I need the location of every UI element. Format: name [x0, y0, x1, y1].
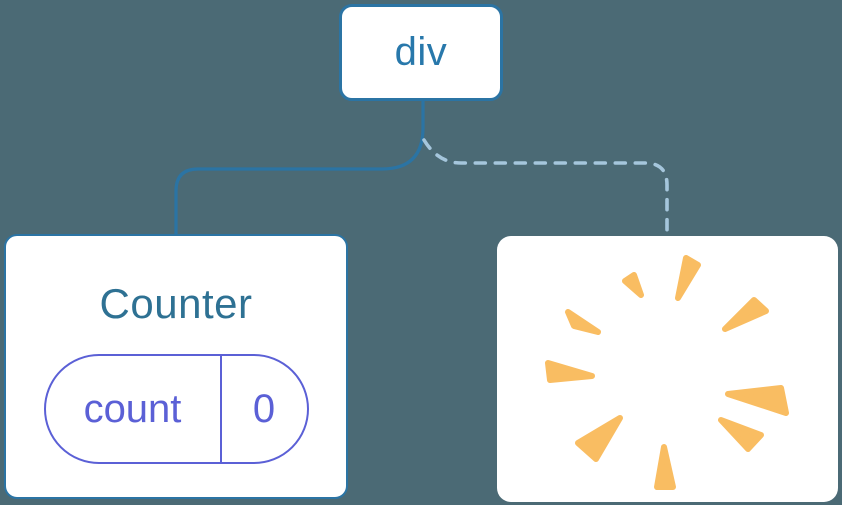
removed-component-card — [497, 236, 838, 502]
poof-icon — [545, 255, 789, 490]
counter-title: Counter — [99, 280, 253, 327]
state-value: 0 — [219, 356, 307, 462]
root-node-div: div — [339, 4, 503, 101]
dashed-connector — [422, 138, 669, 238]
solid-connector — [174, 99, 425, 237]
state-pill: count 0 — [43, 354, 309, 464]
state-key: count — [83, 386, 182, 431]
root-node-label: div — [394, 30, 448, 74]
counter-component-card: Counter count 0 — [4, 234, 348, 499]
